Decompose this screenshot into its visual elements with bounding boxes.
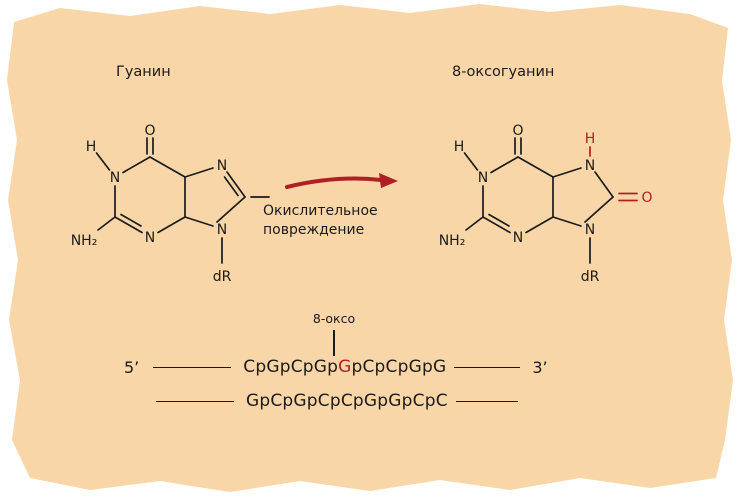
atom-label-n3: N xyxy=(145,230,155,246)
atom-label-h1: H xyxy=(86,139,97,155)
atom-label-n7: N xyxy=(585,158,595,174)
top-strand-before: CpGpCpGp xyxy=(243,357,339,377)
atom-label-n9: N xyxy=(585,222,595,238)
reaction-arrow-icon xyxy=(285,173,398,189)
atom-label-n7h: H xyxy=(585,131,596,147)
reaction-caption: Окислительное повреждение xyxy=(263,202,378,240)
atom-label-n1: N xyxy=(478,170,488,186)
atom-label-n9: N xyxy=(217,222,227,238)
strand-line xyxy=(153,366,232,368)
guanine-structure: O N H NH₂ N N N dR xyxy=(71,123,270,285)
atom-label-h1: H xyxy=(454,139,465,155)
guanine-atom-labels: O N H NH₂ N N N dR xyxy=(71,123,232,285)
strand-line xyxy=(156,400,234,402)
oxoguanine-title: 8-оксогуанин xyxy=(452,64,555,80)
atom-label-o6: O xyxy=(512,123,523,139)
guanine-bonds xyxy=(95,137,270,264)
atom-label-nh2: NH₂ xyxy=(71,233,98,249)
atom-label-o6: O xyxy=(144,123,155,139)
top-strand-sequence: CpGpCpGpGpCpCpGpG xyxy=(243,357,446,377)
three-prime-label: 3’ xyxy=(532,357,548,377)
oxo-base: G xyxy=(338,357,352,377)
five-prime-label: 5’ xyxy=(124,357,140,377)
oxo-annotation-line xyxy=(333,330,335,356)
reaction-caption-line1: Окислительное xyxy=(263,203,378,219)
bottom-strand-sequence: GpCpGpCpCpGpGpCpC xyxy=(246,391,448,411)
atom-label-n1: N xyxy=(110,170,120,186)
reaction-caption-line2: повреждение xyxy=(263,222,365,238)
guanine-title: Гуанин xyxy=(116,64,171,80)
oxoguanine-bonds xyxy=(463,137,638,264)
top-strand-after: pCpCpGpG xyxy=(351,357,447,377)
atom-label-o8: O xyxy=(641,190,652,206)
atom-label-dr: dR xyxy=(581,269,600,285)
strand-line xyxy=(455,400,518,402)
oxoguanine-structure: O N H NH₂ N N H O N dR xyxy=(439,123,653,285)
bottom-strand-row: GpCpGpCpCpGpGpCpC xyxy=(156,391,518,411)
atom-label-n3: N xyxy=(513,230,523,246)
atom-label-n7: N xyxy=(217,158,227,174)
top-strand-row: 5’ CpGpCpGpGpCpCpGpG 3’ xyxy=(124,357,548,377)
atom-label-dr: dR xyxy=(213,269,232,285)
oxoguanine-atom-labels: O N H NH₂ N N H O N dR xyxy=(439,123,653,285)
atom-label-nh2: NH₂ xyxy=(439,233,466,249)
strand-line xyxy=(454,366,521,368)
oxo-annotation-label: 8-оксо xyxy=(312,311,356,326)
